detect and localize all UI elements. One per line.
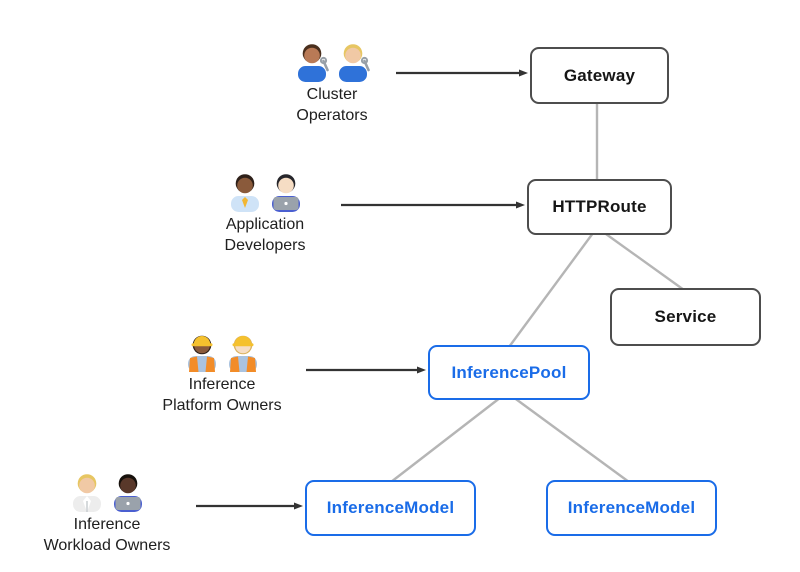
node-httproute-label: HTTPRoute [552, 197, 647, 216]
node-httproute: HTTPRoute [527, 179, 672, 235]
node-gateway: Gateway [530, 47, 669, 104]
edge-inferencepool-inferencemodel-left [390, 393, 506, 483]
node-gateway-label: Gateway [563, 65, 636, 85]
persona-cluster-operators-label: Cluster Operators [296, 86, 368, 124]
persona-inference-workload-owners-label: Inference Workload Owners [43, 516, 171, 554]
node-inferencepool: InferencePool [428, 345, 590, 400]
edge-httproute-inferencepool [508, 228, 597, 348]
mechanics-emoji-icon [242, 42, 422, 82]
edge-inferencepool-inferencemodel-right [508, 393, 630, 483]
node-inferencepool-label: InferencePool [451, 362, 567, 382]
node-service-label: Service [654, 307, 717, 326]
node-inferencemodel-left: InferenceModel [305, 480, 476, 536]
node-inferencemodel-right: InferenceModel [546, 480, 717, 536]
construction-workers-emoji-icon [132, 332, 312, 372]
health-worker-technologist-emoji-icon [17, 472, 197, 512]
persona-application-developers-label: Application Developers [224, 216, 306, 254]
node-inferencemodel-right-label: InferenceModel [567, 498, 696, 517]
persona-application-developers: Application Developers [175, 172, 355, 256]
node-inferencemodel-left-label: InferenceModel [326, 498, 455, 517]
persona-inference-platform-owners: Inference Platform Owners [132, 332, 312, 416]
persona-cluster-operators: Cluster Operators [242, 42, 422, 126]
persona-inference-workload-owners: Inference Workload Owners [17, 472, 197, 556]
edge-httproute-service [598, 228, 685, 291]
office-worker-technologist-emoji-icon [175, 172, 355, 212]
persona-inference-platform-owners-label: Inference Platform Owners [162, 376, 282, 414]
node-service: Service [610, 288, 761, 346]
